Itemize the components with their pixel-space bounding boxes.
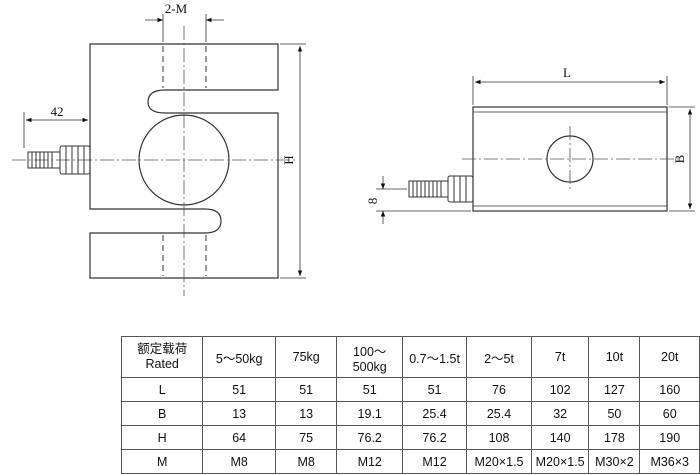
table-cell: M8: [202, 449, 276, 474]
table-cell: M12: [402, 449, 468, 474]
dim-offset-label: 42: [51, 104, 64, 119]
row-label: B: [120, 401, 204, 426]
table-cell: 25.4: [402, 401, 468, 426]
header-label: 额定载荷 Rated: [120, 336, 204, 378]
column-header: 7t: [530, 336, 590, 378]
dim-width-label: B: [672, 154, 687, 163]
s-beam-body-outline: [89, 43, 279, 279]
table-cell: 25.4: [466, 401, 532, 426]
front-view: [12, 14, 306, 296]
table-cell: 160: [639, 377, 700, 402]
table-cell: 108: [466, 425, 532, 450]
table-row: M M8 M8 M12 M12 M20×1.5 M20×1.5 M30×2 M3…: [120, 449, 700, 474]
table-cell: M12: [336, 449, 404, 474]
table-cell: M36×3: [639, 449, 700, 474]
table-cell: 76: [466, 377, 532, 402]
table-cell: 13: [202, 401, 276, 426]
side-view: [376, 76, 695, 224]
table-cell: 140: [530, 425, 590, 450]
table-cell: 51: [402, 377, 468, 402]
table-row: L 51 51 51 51 76 102 127 160: [120, 377, 700, 402]
table-cell: M8: [274, 449, 338, 474]
table-row: H 64 75 76.2 76.2 108 140 178 190: [120, 425, 700, 450]
table-cell: 60: [639, 401, 700, 426]
header-label-en: Rated: [145, 357, 179, 371]
spec-table: 额定载荷 Rated 5～50kg 75kg 100～500kg 0.7～1.5…: [120, 336, 700, 474]
side-cable-gland: [408, 175, 474, 203]
column-header: 20t: [639, 336, 700, 378]
row-label: H: [120, 425, 204, 450]
dim-height-label: H: [281, 155, 296, 164]
column-header: 2～5t: [466, 336, 532, 378]
table-cell: 127: [588, 377, 641, 402]
table-cell: M30×2: [588, 449, 641, 474]
table-cell: 51: [336, 377, 404, 402]
column-header: 5～50kg: [202, 336, 276, 378]
table-cell: 13: [274, 401, 338, 426]
table-cell: 32: [530, 401, 590, 426]
table-cell: 51: [202, 377, 276, 402]
dim-length-label: L: [563, 65, 571, 80]
table-cell: M20×1.5: [530, 449, 590, 474]
dim-offset-side-label: 8: [365, 198, 380, 205]
row-label: L: [120, 377, 204, 402]
table-cell: 50: [588, 401, 641, 426]
table-row: B 13 13 19.1 25.4 25.4 32 50 60: [120, 401, 700, 426]
header-row: 额定载荷 Rated 5～50kg 75kg 100～500kg 0.7～1.5…: [120, 336, 700, 378]
table-cell: 76.2: [336, 425, 404, 450]
table-cell: 190: [639, 425, 700, 450]
column-header: 10t: [588, 336, 641, 378]
table-cell: 178: [588, 425, 641, 450]
column-header: 100～500kg: [336, 336, 404, 378]
dim-thread-label: 2-M: [165, 1, 188, 16]
row-label: M: [120, 449, 204, 474]
table-cell: 76.2: [402, 425, 468, 450]
column-header: 0.7～1.5t: [402, 336, 468, 378]
technical-drawing: 2-M 42 H: [12, 1, 695, 296]
table-cell: 75: [274, 425, 338, 450]
table-cell: M20×1.5: [466, 449, 532, 474]
front-cable-gland: [27, 145, 91, 175]
header-label-cn: 额定载荷: [137, 342, 188, 356]
table-cell: 64: [202, 425, 276, 450]
table-cell: 51: [274, 377, 338, 402]
column-header: 75kg: [274, 336, 338, 378]
table-cell: 102: [530, 377, 590, 402]
table-cell: 19.1: [336, 401, 404, 426]
